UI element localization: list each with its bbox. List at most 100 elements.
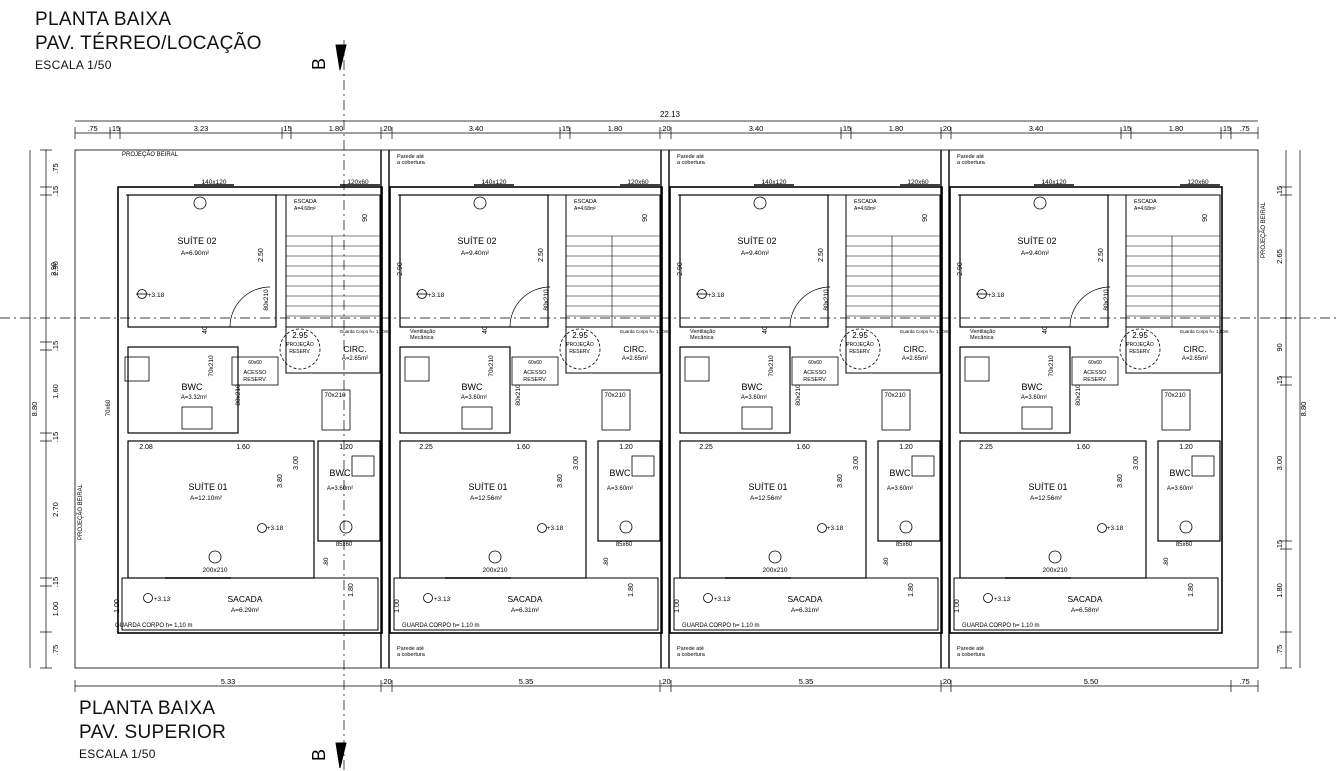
room-suite-01: [959, 440, 1147, 579]
room-bwc: [679, 346, 791, 434]
parede-label: a cobertura: [677, 652, 706, 658]
door-label: 80x210: [543, 289, 550, 311]
room-name: CIRC.: [623, 344, 646, 354]
room-bwc-2: [1157, 440, 1221, 542]
room-name: SUÍTE 02: [1017, 236, 1056, 246]
dimension-label: 3.80: [557, 474, 564, 488]
dimension-overall-height: 8.80: [30, 402, 39, 417]
room-name: CIRC.: [1183, 344, 1206, 354]
room-tag-icon: [1048, 550, 1062, 564]
room-area: A=3.60m²: [1167, 486, 1193, 492]
level-label: +3.18: [708, 292, 725, 299]
room-area: A=3.60m²: [327, 486, 353, 492]
reservoir-projection: [839, 328, 881, 370]
dimension-label: .80: [883, 557, 890, 566]
toilet-icon: [404, 356, 430, 382]
stair-label: ESCADA: [1134, 199, 1157, 205]
room-area: A=12.10m²: [190, 495, 223, 502]
plan-title: PLANTA BAIXA: [79, 698, 216, 719]
room-area: A=12.56m²: [750, 495, 783, 502]
dimension-label: .15: [51, 186, 60, 196]
dimension-label: 2.90: [51, 262, 58, 276]
guarda-corpo-label: GUARDA CORPO h= 1,10 m: [402, 623, 480, 629]
dimension-label: 5.33: [221, 677, 236, 686]
dimension-label: 3.80: [837, 474, 844, 488]
parede-label: a cobertura: [397, 652, 426, 658]
door-label: 80x210: [515, 384, 522, 406]
access-hatch: [231, 356, 279, 386]
reserv-label: PROJEÇÃO: [1126, 341, 1154, 348]
level-label: +3.18: [267, 525, 284, 532]
dimension-label: 1.80: [1188, 583, 1195, 597]
dimension-label: .75: [51, 645, 60, 655]
dimension-label: .75: [1239, 677, 1249, 686]
dimension-label: 90: [642, 214, 649, 222]
dimension-label: 3.40: [749, 124, 764, 133]
stair-area-label: A=4.68m²: [1134, 206, 1156, 212]
level-marker-icon: [703, 593, 713, 603]
room-sacada: [393, 577, 659, 631]
dimension-label: 70x60: [106, 399, 112, 416]
room-name: BWC: [1170, 468, 1191, 478]
room-name: BWC: [182, 382, 203, 392]
dimension-label: .15: [560, 124, 570, 133]
door-label: 70x210: [884, 392, 906, 399]
room-area: A=2.65m²: [902, 356, 928, 362]
room-name: SACADA: [788, 594, 823, 604]
dimension-label: .15: [281, 124, 291, 133]
room-tag-icon: [208, 550, 222, 564]
window-label: 140x120: [762, 179, 787, 186]
parede-label: Parede até: [957, 154, 984, 160]
dimension-label: 1.20: [619, 444, 633, 451]
door-label: 200x210: [203, 567, 228, 574]
ventilation-label: Ventilação: [410, 329, 435, 335]
dimension-label: .75: [1275, 645, 1284, 655]
room-area: A=6.58m²: [1071, 607, 1100, 614]
door-swing: [229, 286, 271, 328]
dimension-label: 2.90: [957, 262, 964, 276]
dimension-label: 1.00: [954, 599, 961, 613]
dimension-label: 40: [202, 326, 209, 334]
room-name: BWC: [330, 468, 351, 478]
dimension-label: 1.00: [114, 599, 121, 613]
ventilation-label: Ventilação: [690, 329, 715, 335]
unit-outline: [669, 186, 943, 634]
room-area: A=9.40m²: [1021, 250, 1050, 257]
dimension-label: 2.25: [699, 444, 713, 451]
dimension-label: 60x60: [808, 360, 822, 366]
room-area: A=9.40m²: [461, 250, 490, 257]
door-label: 70x210: [324, 392, 346, 399]
room-suite-02: [127, 194, 277, 328]
guarda-corpo-label: Guarda Corpo h= 1,10m: [620, 329, 669, 334]
room-area: A=2.65m²: [1182, 356, 1208, 362]
door-label: 80x210: [823, 289, 830, 311]
access-hatch: [1071, 356, 1119, 386]
room-name: CIRC.: [343, 344, 366, 354]
door-swing: [509, 286, 551, 328]
room-circ: [565, 326, 661, 374]
dimension-label: 2.90: [677, 262, 684, 276]
parede-label: Parede até: [397, 646, 424, 652]
dimension-label: 3.40: [1029, 124, 1044, 133]
dimension-label: 2.25: [979, 444, 993, 451]
room-area: A=12.56m²: [1030, 495, 1063, 502]
dimension-label: .15: [51, 577, 60, 587]
door-label: 200x210: [763, 567, 788, 574]
shower-icon: [1161, 389, 1191, 431]
room-tag-icon: [1179, 520, 1193, 534]
dimension-label: .80: [603, 557, 610, 566]
toilet-icon: [631, 455, 655, 477]
dimension-label: 1.00: [51, 602, 60, 617]
dimension-label: .15: [1275, 540, 1284, 550]
ventilation-label: Mecânica: [410, 335, 434, 341]
room-name: CIRC.: [903, 344, 926, 354]
door-label: 80x210: [795, 384, 802, 406]
window-label: 140x120: [482, 179, 507, 186]
door-label: 80x210: [235, 384, 242, 406]
dimension-label: .20: [381, 677, 391, 686]
room-area: A=3.60m²: [1021, 395, 1047, 401]
room-tag-icon: [1033, 196, 1047, 210]
room-tag-icon: [488, 550, 502, 564]
dimension-overall-width: 22.13: [660, 110, 681, 119]
dimension-label: 3.00: [293, 456, 300, 470]
